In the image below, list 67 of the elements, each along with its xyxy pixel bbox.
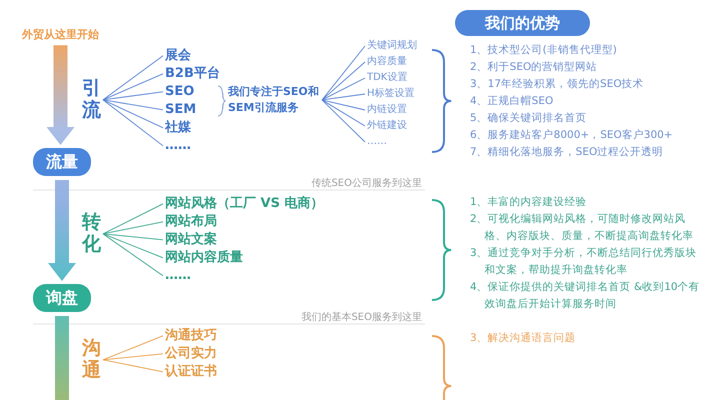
task-item: H标签设置 <box>367 88 415 100</box>
connector-line <box>322 100 366 110</box>
list-item: 6、服务建站客户8000+，SEO客户300+ <box>470 128 674 143</box>
start-text: 外贸从这里开始 <box>22 28 99 42</box>
list-item: 5、确保关键词排名首页 <box>470 111 588 126</box>
connector-line <box>102 99 164 110</box>
list-item: 1、丰富的内容建设经验 <box>470 195 588 210</box>
connector-line <box>322 46 366 100</box>
boundary-note: 我们的基本SEO服务到这里 <box>301 310 422 324</box>
connector-line <box>102 233 164 258</box>
flow-arrow <box>48 180 76 281</box>
list-item: 4、保证你提供的关键词排名首页 &收到10个有效询盘后开始计算服务时间 <box>470 280 701 312</box>
connector-line <box>102 221 164 234</box>
list-item: 2、利于SEO的营销型网站 <box>470 60 598 75</box>
connector-line <box>322 100 366 142</box>
connector-line <box>102 99 164 146</box>
topic-item: 网站内容质量 <box>165 250 243 266</box>
connector-line <box>102 335 164 360</box>
stage-pill: 我们的优势 <box>455 10 590 36</box>
topic-item: 网站风格（工厂 VS 电商） <box>165 196 324 212</box>
connector-line <box>102 55 164 100</box>
topic-item: …… <box>165 138 191 154</box>
topic-item: SEM <box>165 102 196 118</box>
connector-line <box>102 91 164 100</box>
stage-label: 沟通 <box>82 338 101 382</box>
connector-line <box>322 78 366 100</box>
topic-item: 社媒 <box>165 120 191 136</box>
topic-item: 展会 <box>165 48 191 64</box>
topic-item: SEO <box>165 84 194 100</box>
task-item: 关键词规划 <box>367 40 417 52</box>
topic-item: B2B平台 <box>165 66 220 82</box>
connector-line <box>102 99 164 128</box>
task-item: 内容质量 <box>367 56 407 68</box>
list-item: 7、精细化落地服务，SEO过程公开透明 <box>470 145 664 160</box>
stage-pill: 询盘 <box>33 284 91 312</box>
connector-line <box>102 203 164 234</box>
topic-item: 沟通技巧 <box>165 328 217 344</box>
task-item: 内链设置 <box>367 104 407 116</box>
task-item: …… <box>367 136 387 148</box>
connector-line <box>322 94 366 100</box>
list-item: 3、通过竞争对手分析，不断总结同行优秀版块和文案，帮助提升询盘转化率 <box>470 246 698 278</box>
list-item: 3、17年经验积累，领先的SEO技术 <box>470 77 645 92</box>
connector-line <box>322 100 366 126</box>
stage-label: 转化 <box>82 212 101 256</box>
list-item: 2、可视化编辑网站风格，可随时修改网站风格、内容版块、质量，不断提高询盘转化率 <box>470 212 695 244</box>
stage-pill: 流量 <box>33 148 91 176</box>
connector-line <box>102 359 164 372</box>
connector-line <box>102 353 164 360</box>
list-item: 1、技术型公司(非销售代理型) <box>470 43 618 58</box>
list-item: 4、正规白帽SEO <box>470 94 554 109</box>
service-text: 我们专注于SEO和SEM引流服务 <box>228 84 320 116</box>
topic-item: 认证证书 <box>165 364 217 380</box>
topic-item: 网站文案 <box>165 232 217 248</box>
list-item: 3、解决沟通语言问题 <box>470 331 577 346</box>
stage-label: 引流 <box>82 78 101 122</box>
topic-item: 公司实力 <box>165 346 217 362</box>
boundary-note: 传统SEO公司服务到这里 <box>311 176 422 190</box>
task-item: 外链建设 <box>367 120 407 132</box>
flow-arrow <box>46 45 74 145</box>
task-item: TDK设置 <box>367 72 408 84</box>
connector-line <box>102 233 164 276</box>
topic-item: …… <box>165 268 191 284</box>
connector-line <box>322 62 366 100</box>
connector-line <box>102 233 164 240</box>
flow-arrow <box>55 316 69 400</box>
connector-line <box>102 73 164 100</box>
topic-item: 网站布局 <box>165 214 217 230</box>
